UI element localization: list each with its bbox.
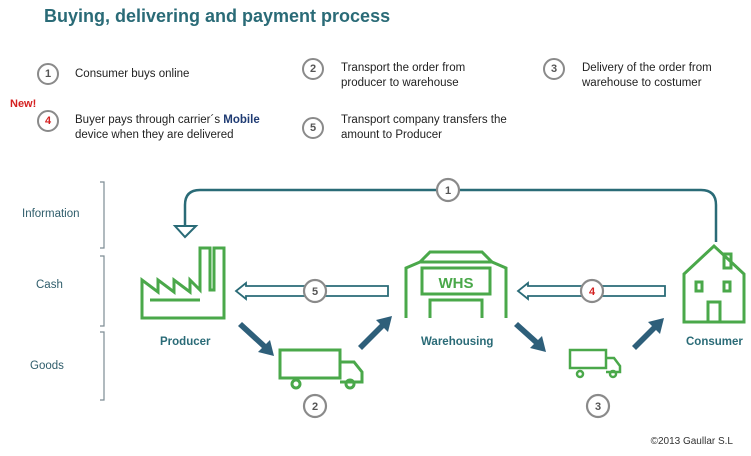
flow-circle-3 <box>585 393 611 419</box>
flow-circle-2 <box>302 393 328 419</box>
copyright: ©2013 Gaullar S.L <box>650 436 733 447</box>
new-tag: New! <box>10 98 37 110</box>
bracket-information <box>100 181 105 249</box>
legend-number-5: 5 <box>302 117 324 139</box>
row-brackets <box>100 181 105 401</box>
flow-label-2: 2 <box>312 401 318 413</box>
arrow-producer-to-truck <box>238 322 274 356</box>
node-label-consumer: Consumer <box>686 336 743 348</box>
legend-number-1: 1 <box>37 63 59 85</box>
information-flow-arrowhead <box>172 225 199 239</box>
flow-circle-5 <box>302 278 328 304</box>
arrow-truck-to-warehouse <box>358 316 392 350</box>
legend-number-3: 3 <box>543 58 565 80</box>
house-icon <box>682 243 746 324</box>
arrow-truck-to-consumer <box>632 318 664 350</box>
warehouse-icon <box>404 250 508 318</box>
flow-label-4: 4 <box>589 286 596 298</box>
node-label-producer: Producer <box>160 336 211 348</box>
truck-icon-2 <box>568 348 622 379</box>
factory-icon <box>140 246 226 320</box>
bracket-cash <box>100 255 105 327</box>
flow-label-1: 1 <box>445 185 451 197</box>
row-label-information: Information <box>22 208 80 220</box>
page-title: Buying, delivering and payment process <box>44 6 391 26</box>
legend-number-4: 4 <box>37 110 59 132</box>
node-label-warehouse: Warehousing <box>421 336 494 348</box>
warehouse-sign: WHS <box>439 275 474 292</box>
legend-number-2: 2 <box>302 58 324 80</box>
row-label-goods: Goods <box>30 360 64 372</box>
goods-flow-arrows <box>238 316 664 356</box>
legend-text-1: Consumer buys online <box>75 68 190 80</box>
flow-label-3: 3 <box>595 401 601 413</box>
arrow-warehouse-to-truck <box>514 322 546 352</box>
bracket-goods <box>100 331 105 401</box>
truck-icon-1 <box>278 348 364 390</box>
flow-circle-1 <box>435 177 461 203</box>
flow-circle-4 <box>579 278 605 304</box>
flow-label-5: 5 <box>312 286 318 298</box>
row-label-cash: Cash <box>36 279 63 291</box>
